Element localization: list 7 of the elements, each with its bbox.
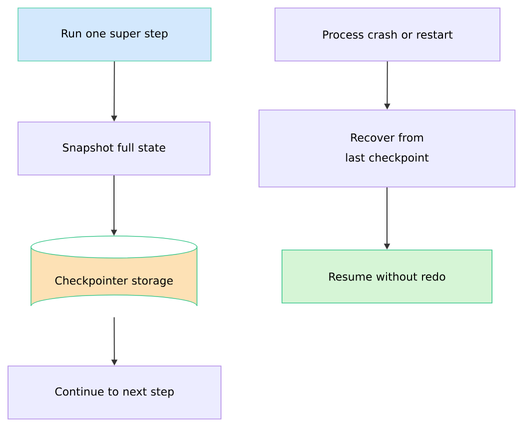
process-box: Process crash or restart (274, 8, 500, 62)
process-box: Continue to next step (8, 366, 222, 420)
process-box: Snapshot full state (18, 122, 210, 176)
process-box: Run one super step (18, 8, 212, 62)
storage-cylinder: Checkpointer storage (30, 236, 198, 306)
process-box: Recover from last checkpoint (258, 110, 516, 188)
process-box: Resume without redo (282, 250, 492, 304)
